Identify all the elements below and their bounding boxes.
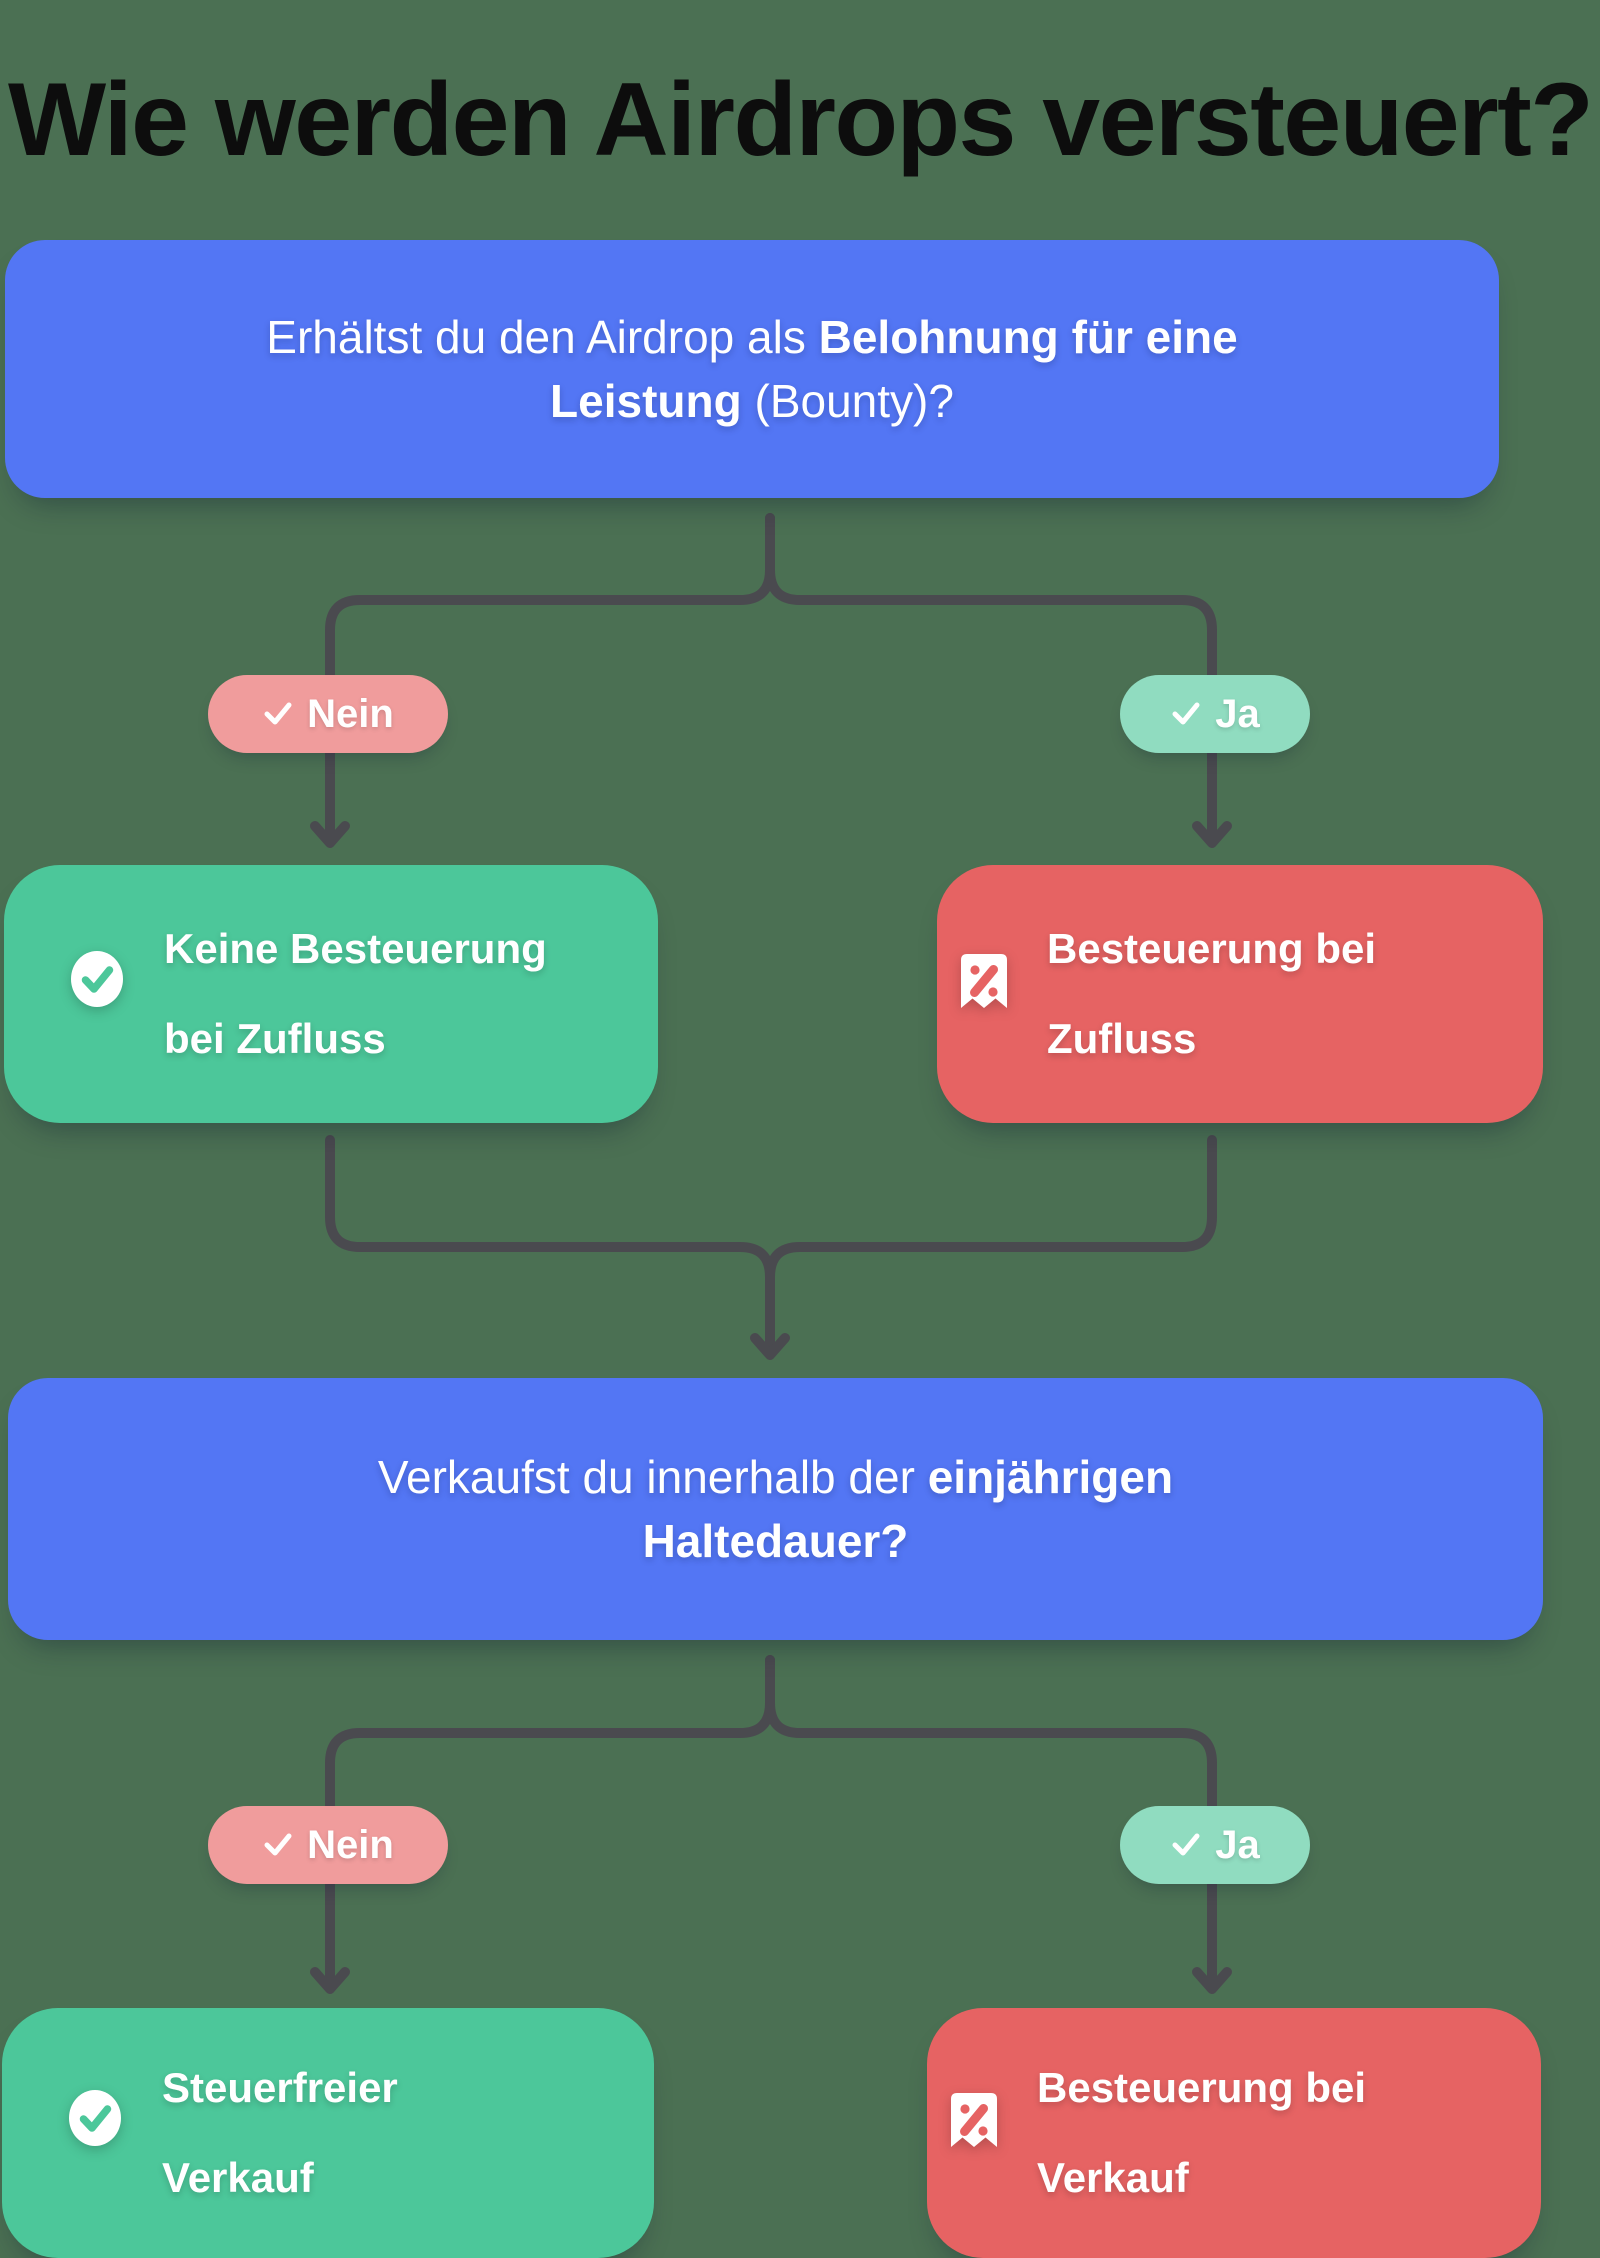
outcome-no-tax-inflow: Keine Besteuerung bei Zufluss: [4, 865, 658, 1123]
branch1-no-label: Nein: [307, 691, 394, 736]
merge-left-line: [325, 1135, 775, 1354]
check-circle-icon: [68, 2088, 122, 2178]
arrow-down-icon: [1192, 1967, 1232, 1994]
branch2-no-badge: Nein: [208, 1806, 448, 1884]
arrow-down-icon: [310, 1967, 350, 1994]
branch2-yes-label: Ja: [1215, 1822, 1260, 1867]
branch1-yes-label: Ja: [1215, 691, 1260, 736]
arrow-down-icon: [1192, 821, 1232, 848]
percent-ribbon-icon: [951, 2088, 997, 2178]
branch1-yes-badge: Ja: [1120, 675, 1310, 753]
branch2-yes-badge: Ja: [1120, 1806, 1310, 1884]
question-line: Leistung (Bounty)?: [550, 375, 954, 427]
question-node-bounty: Erhältst du den Airdrop als Belohnung fü…: [5, 240, 1499, 498]
check-icon: [1172, 702, 1200, 725]
percent-ribbon-icon: [961, 949, 1007, 1039]
outcome-tax-inflow: Besteuerung bei Zufluss: [937, 865, 1543, 1123]
check-icon: [264, 1833, 292, 1856]
branch1-no-badge: Nein: [208, 675, 448, 753]
page-title: Wie werden Airdrops versteuert?: [8, 61, 1594, 178]
check-icon: [1172, 1833, 1200, 1856]
outcome-label: Besteuerung bei Zufluss: [1047, 925, 1377, 1062]
merge-right-line: [765, 1135, 1217, 1354]
check-circle-icon: [70, 949, 124, 1039]
arrow-down-icon: [310, 821, 350, 848]
branch2-no-label: Nein: [307, 1822, 394, 1867]
question-line: Haltedauer?: [642, 1515, 909, 1567]
question-node-holding-period: Verkaufst du innerhalb der einjährigen H…: [8, 1378, 1543, 1640]
outcome-label: Steuerfreier Verkauf: [162, 2064, 398, 2201]
outcome-tax-free-sale: Steuerfreier Verkauf: [2, 2008, 654, 2258]
question-line: Verkaufst du innerhalb der einjährigen: [377, 1451, 1174, 1503]
outcome-label: Keine Besteuerung bei Zufluss: [164, 925, 547, 1062]
outcome-label: Besteuerung bei Verkauf: [1037, 2064, 1367, 2201]
outcome-tax-sale: Besteuerung bei Verkauf: [927, 2008, 1541, 2258]
arrow-down-icon: [750, 1333, 790, 1360]
check-icon: [264, 702, 292, 725]
question-line: Erhältst du den Airdrop als Belohnung fü…: [266, 311, 1238, 363]
